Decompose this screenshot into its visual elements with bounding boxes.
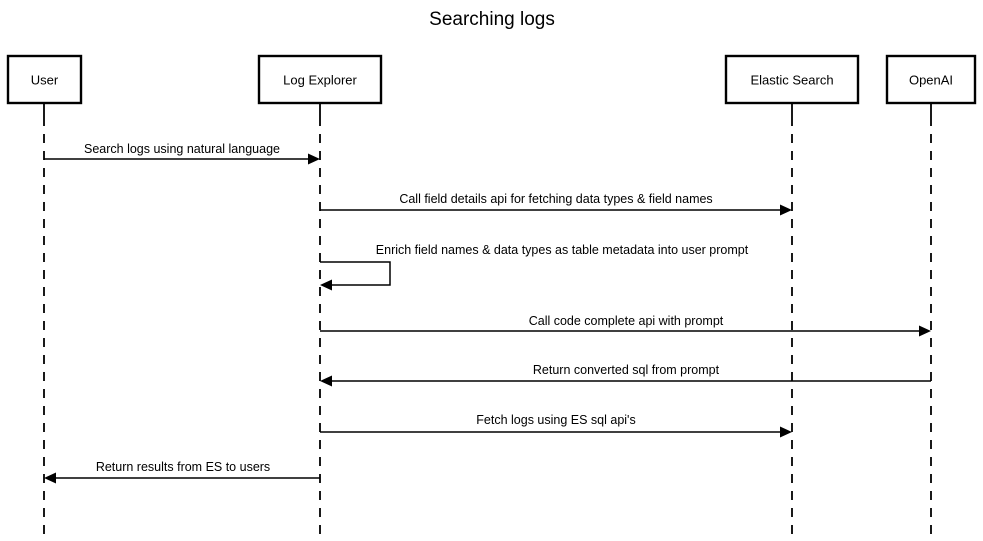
message-label-2: Call field details api for fetching data… [399,192,712,206]
page-title: Searching logs [429,9,555,30]
participant-openai[interactable]: OpenAI [885,54,977,105]
message-5[interactable]: Return converted sql from prompt [320,363,931,387]
participant-box-openai [885,54,977,105]
message-1[interactable]: Search logs using natural language [44,142,320,165]
arrow-head-4 [919,325,931,337]
participants-layer: User Log Explorer Elastic Search OpenAI [6,54,977,105]
arrow-head-1 [308,153,320,165]
arrow-head-5 [320,375,332,387]
message-6[interactable]: Fetch logs using ES sql api's [320,413,792,438]
participant-elastic-search[interactable]: Elastic Search [724,54,860,105]
participant-user[interactable]: User [6,54,83,105]
message-label-4: Call code complete api with prompt [529,314,724,328]
participant-log-explorer[interactable]: Log Explorer [257,54,383,105]
participant-label-user: User [31,73,59,88]
participant-box-user [6,54,83,105]
participant-box-elastic-search [724,54,860,105]
self-message-path-3 [320,261,391,286]
message-label-1: Search logs using natural language [84,142,280,156]
arrow-head-7 [44,472,56,484]
message-label-7: Return results from ES to users [96,460,270,474]
arrow-head-3 [320,279,332,291]
participant-label-openai: OpenAI [909,73,953,88]
arrow-head-6 [780,426,792,438]
lifelines-layer [43,103,932,541]
message-label-5: Return converted sql from prompt [533,363,720,377]
message-2[interactable]: Call field details api for fetching data… [320,192,792,216]
participant-box-log-explorer [257,54,383,105]
arrow-head-2 [780,204,792,216]
participant-label-log-explorer: Log Explorer [283,73,357,88]
message-label-6: Fetch logs using ES sql api's [476,413,635,427]
message-label-3: Enrich field names & data types as table… [376,243,749,257]
message-7[interactable]: Return results from ES to users [44,460,320,484]
participant-label-elastic-search: Elastic Search [750,73,833,88]
message-3[interactable]: Enrich field names & data types as table… [320,243,749,291]
message-4[interactable]: Call code complete api with prompt [320,314,931,337]
